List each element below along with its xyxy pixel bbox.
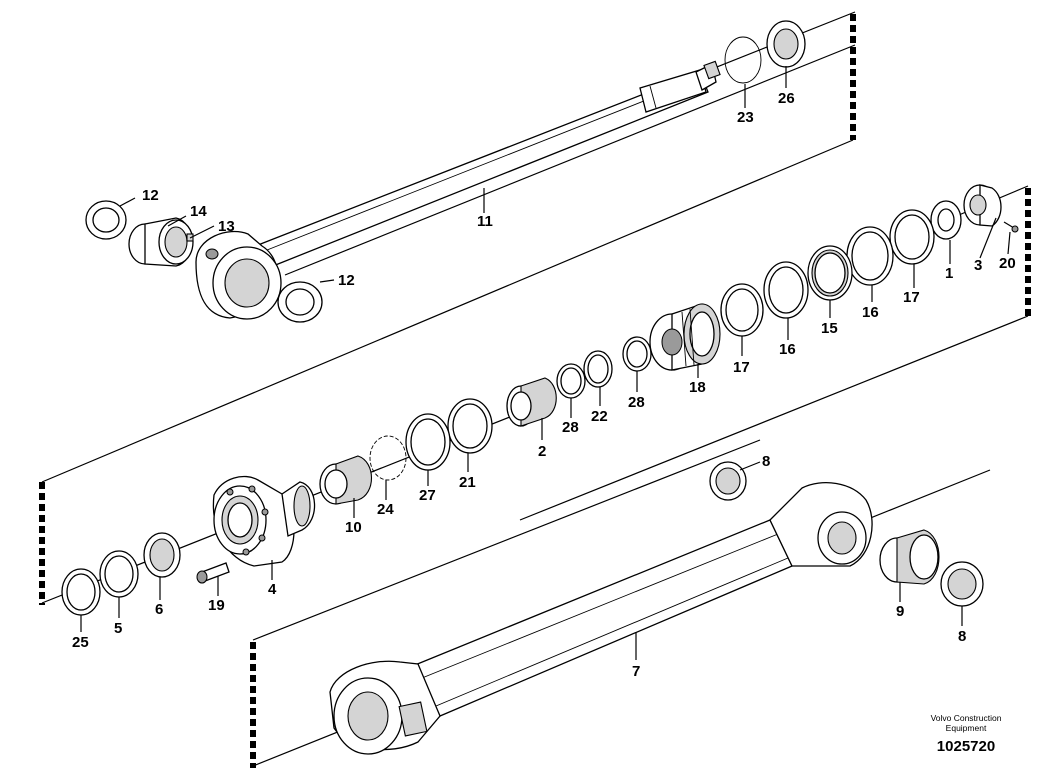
ring-23 <box>724 36 762 84</box>
label-21: 21 <box>459 474 476 491</box>
label-22: 22 <box>591 408 608 425</box>
label-2: 2 <box>538 443 546 460</box>
label-9: 9 <box>896 603 904 620</box>
label-11: 11 <box>477 213 493 230</box>
label-20: 20 <box>999 255 1016 272</box>
ring-5 <box>99 550 139 598</box>
ring-16-left <box>763 261 809 319</box>
label-3: 3 <box>974 257 982 274</box>
drawing-number: 1025720 <box>937 738 995 755</box>
cylinder-head-4 <box>212 475 316 567</box>
label-16-right: 16 <box>862 304 879 321</box>
label-28-left: 28 <box>562 419 579 436</box>
bushing-9 <box>879 529 940 585</box>
seal-8-bottom <box>940 561 984 607</box>
label-5: 5 <box>114 620 122 637</box>
label-26: 26 <box>778 90 795 107</box>
brand-line-1: Volvo Construction <box>931 713 1002 723</box>
nut-3 <box>963 184 1002 227</box>
cylinder-tube <box>329 482 873 755</box>
label-14: 14 <box>190 203 207 220</box>
label-25: 25 <box>72 634 89 651</box>
ring-17-right <box>889 209 935 265</box>
seal-12-left <box>85 200 127 240</box>
seal-12-right <box>277 281 323 323</box>
label-17-right: 17 <box>903 289 920 306</box>
brand-line-2: Equipment <box>946 723 987 733</box>
bushing-10 <box>319 455 372 505</box>
label-23: 23 <box>737 109 754 126</box>
seal-6 <box>143 532 181 578</box>
label-13: 13 <box>218 218 235 235</box>
ring-27 <box>405 413 451 471</box>
part-labels: 11 23 26 12 12 14 13 3 20 1 17 16 15 16 … <box>72 90 1016 680</box>
label-10: 10 <box>345 519 362 536</box>
label-16-left: 16 <box>779 341 796 358</box>
label-6: 6 <box>155 601 163 618</box>
ring-24 <box>369 435 407 481</box>
label-12-left: 12 <box>142 187 159 204</box>
seal-8-top <box>709 461 747 501</box>
ring-28-right <box>622 336 652 372</box>
label-18: 18 <box>689 379 706 396</box>
cushion-sleeve-2 <box>506 377 557 427</box>
label-4: 4 <box>268 581 277 598</box>
ring-22 <box>583 350 613 388</box>
label-24: 24 <box>377 501 394 518</box>
label-15: 15 <box>821 320 838 337</box>
ring-21 <box>447 398 493 454</box>
label-17-left: 17 <box>733 359 750 376</box>
label-7: 7 <box>632 663 640 680</box>
ring-16-right <box>846 226 894 286</box>
label-12-right: 12 <box>338 272 355 289</box>
bolt-19 <box>196 562 230 584</box>
label-19: 19 <box>208 597 225 614</box>
label-8-bottom: 8 <box>958 628 966 645</box>
seal-26 <box>766 20 806 68</box>
label-28-right: 28 <box>628 394 645 411</box>
rod-eye <box>195 230 282 320</box>
piston-18 <box>649 303 721 371</box>
label-27: 27 <box>419 487 436 504</box>
label-1: 1 <box>945 265 953 282</box>
ring-25 <box>61 568 101 616</box>
label-8-top: 8 <box>762 453 770 470</box>
leader-lines <box>80 66 1011 660</box>
seal-15 <box>807 245 853 301</box>
screw-20 <box>1003 221 1019 233</box>
bushing-14 <box>128 217 194 267</box>
washer-1 <box>930 200 962 240</box>
ring-28-left <box>556 363 586 399</box>
ring-17-left <box>720 283 764 337</box>
piston-rod <box>257 60 721 269</box>
brand-block: Volvo Construction Equipment 1025720 <box>931 713 1002 755</box>
